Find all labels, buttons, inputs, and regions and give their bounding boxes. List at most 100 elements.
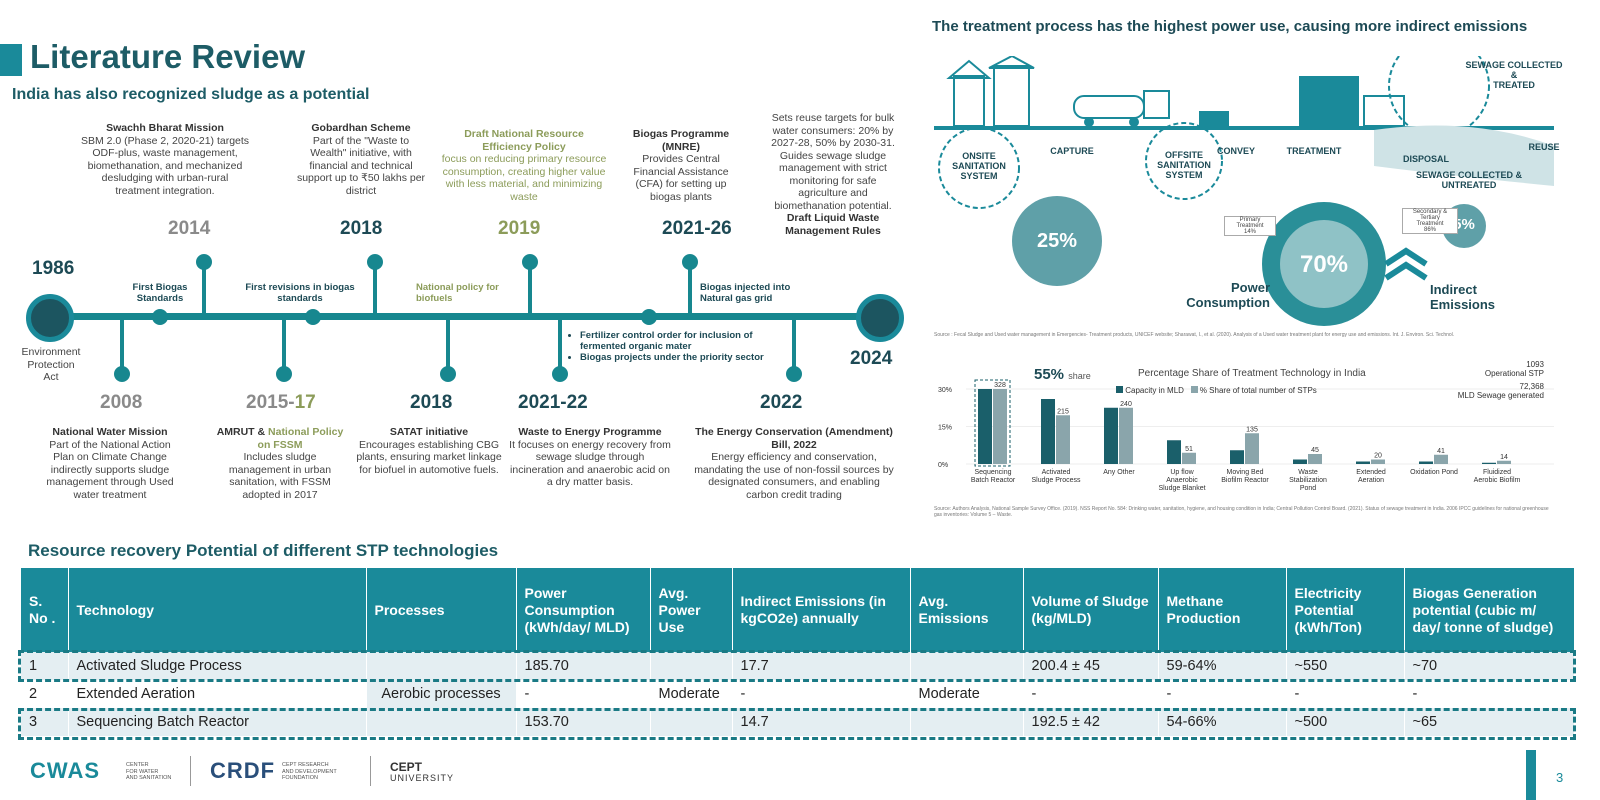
data-label: 240 <box>1120 401 1132 408</box>
stp-technology-table: S. No . Technology Processes Power Consu… <box>21 568 1575 736</box>
bar <box>1419 461 1433 464</box>
table-header: Volume of Sludge (kg/MLD) <box>1023 568 1159 652</box>
x-tick-label: Stabilization <box>1289 477 1327 484</box>
table-cell: Sequencing Batch Reactor <box>68 708 367 736</box>
cept-logo-sub: UNIVERSITY <box>390 773 455 783</box>
data-label: 14 <box>1500 454 1508 461</box>
timeline-dot <box>196 254 212 270</box>
chart-source: Source: Authors Analysis, National Sampl… <box>934 506 1549 518</box>
table-cell <box>910 652 1024 680</box>
table-cell: - <box>1023 680 1159 708</box>
primary-treatment-callout: Primary Treatment 14% <box>1224 216 1276 236</box>
bar <box>1104 407 1118 464</box>
table-header: Power Consumption (kWh/day/ MLD) <box>516 568 651 652</box>
page-subtitle: India has also recognized sludge as a po… <box>12 86 370 103</box>
x-tick-label: Aerobic Biofilm <box>1474 477 1521 484</box>
table-cell: 59-64% <box>1158 652 1287 680</box>
chart-annotation: 55% share <box>1034 366 1091 383</box>
process-illustration <box>934 35 1554 326</box>
y-tick-label: 15% <box>938 425 952 432</box>
table-cell: - <box>1404 680 1575 708</box>
timeline-start-node <box>26 294 74 342</box>
table-cell: - <box>1286 680 1405 708</box>
table-header-row: S. No . Technology Processes Power Consu… <box>21 568 1575 652</box>
milestone-2021-26-small: Biogas injected into Natural gas grid <box>700 282 791 304</box>
bar <box>1356 461 1370 464</box>
x-tick-label: Activated <box>1042 469 1071 476</box>
table-cell: 1 <box>21 652 69 680</box>
data-label: 41 <box>1437 448 1445 455</box>
x-tick-label: Oxidation Pond <box>1410 469 1458 476</box>
bar <box>1245 433 1259 464</box>
secondary-treatment-callout: Secondary & Tertiary Treatment 86% <box>1402 208 1458 234</box>
cwas-logo: CWAS <box>30 758 100 783</box>
cwas-logo-sub: CENTER FOR WATER AND SANITATION <box>126 762 172 781</box>
bar <box>978 389 992 464</box>
data-label: 215 <box>1057 408 1069 415</box>
x-tick-label: Batch Reactor <box>971 477 1016 484</box>
convey-label: CONVEY <box>1216 146 1255 156</box>
milestone-2019-small: National policy for biofuels <box>416 282 499 304</box>
table-cell <box>910 708 1024 736</box>
table-cell: 14.7 <box>732 708 911 736</box>
milestone-2021-26-desc: Biogas Programme (MNRE)Provides Central … <box>632 128 730 203</box>
milestone-2022-year: 2022 <box>760 392 803 413</box>
table-cell: 17.7 <box>732 652 911 680</box>
highlight-box <box>974 379 1011 467</box>
timeline-dot <box>682 254 698 270</box>
diagram-title: The treatment process has the highest po… <box>932 18 1528 35</box>
disposal-label: DISPOSAL <box>1402 154 1449 164</box>
treatment-label: TREATMENT <box>1286 146 1342 156</box>
note-operational-stp: 1093 Operational STP <box>1484 360 1544 378</box>
table-cell: 200.4 ± 45 <box>1023 652 1159 680</box>
timeline-line <box>40 313 880 320</box>
milestone-bullets: Fertilizer control order for inclusion o… <box>566 330 786 363</box>
page-number: 3 <box>1556 770 1564 785</box>
bar <box>1293 459 1307 464</box>
legend-label: % Share of total number of STPs <box>1199 386 1317 395</box>
timeline-end-year: 2024 <box>850 348 893 369</box>
power-consumption-label: Power Consumption <box>1186 280 1270 310</box>
milestone-2022-desc: The Energy Conservation (Amendment) Bill… <box>694 426 894 501</box>
page-title: Literature Review <box>30 38 306 75</box>
table-row: 1 Activated Sludge Process Aerobic proce… <box>21 652 1575 736</box>
table-header: Avg. Power Use <box>650 568 733 652</box>
table-cell: ~550 <box>1286 652 1405 680</box>
table-cell: - <box>516 680 651 708</box>
table-cell: 3 <box>21 708 69 736</box>
offsite-label: OFFSITE SANITATION SYSTEM <box>1157 150 1211 180</box>
table-cell: Moderate <box>910 680 1024 708</box>
sanitation-chain-diagram: ONSITE SANITATION SYSTEM CAPTURE OFFSITE… <box>934 35 1574 326</box>
crdf-logo-sub: CEPT RESEARCH AND DEVELOPMENT FOUNDATION <box>282 762 337 781</box>
data-label: 45 <box>1311 447 1319 454</box>
milestone-2019-year: 2019 <box>498 218 541 239</box>
bullet-item: Fertilizer control order for inclusion o… <box>580 330 786 352</box>
table-cell: 192.5 ± 42 <box>1023 708 1159 736</box>
pct-5: 5% <box>1453 216 1475 233</box>
table-header: Methane Production <box>1158 568 1287 652</box>
y-tick-label: 0% <box>938 462 948 469</box>
reuse-label: REUSE <box>1528 142 1560 152</box>
timeline-dot <box>152 309 168 325</box>
table-cell: Activated Sludge Process <box>68 652 367 680</box>
bullet-item: Biogas projects under the priority secto… <box>580 352 786 363</box>
timeline-start-label: Environment Protection Act <box>21 346 81 383</box>
y-tick-label: 30% <box>938 387 952 394</box>
bar <box>1041 399 1055 464</box>
milestone-2021-26-year: 2021-26 <box>662 218 732 239</box>
bar <box>1182 452 1196 464</box>
milestone-2021-22-year: 2021-22 <box>518 392 588 413</box>
timeline-dot <box>641 309 657 325</box>
x-tick-label: Sludge Process <box>1031 477 1081 484</box>
table-header: Avg. Emissions <box>910 568 1024 652</box>
table-header: Biogas Generation potential (cubic m/ da… <box>1404 568 1575 652</box>
milestone-2014-year: 2014 <box>168 218 211 239</box>
data-label: 51 <box>1185 446 1193 453</box>
footer-accent-bar <box>1526 750 1536 800</box>
legend: Capacity in MLD % Share of total number … <box>1116 386 1317 395</box>
capture-label: CAPTURE <box>1050 146 1094 156</box>
